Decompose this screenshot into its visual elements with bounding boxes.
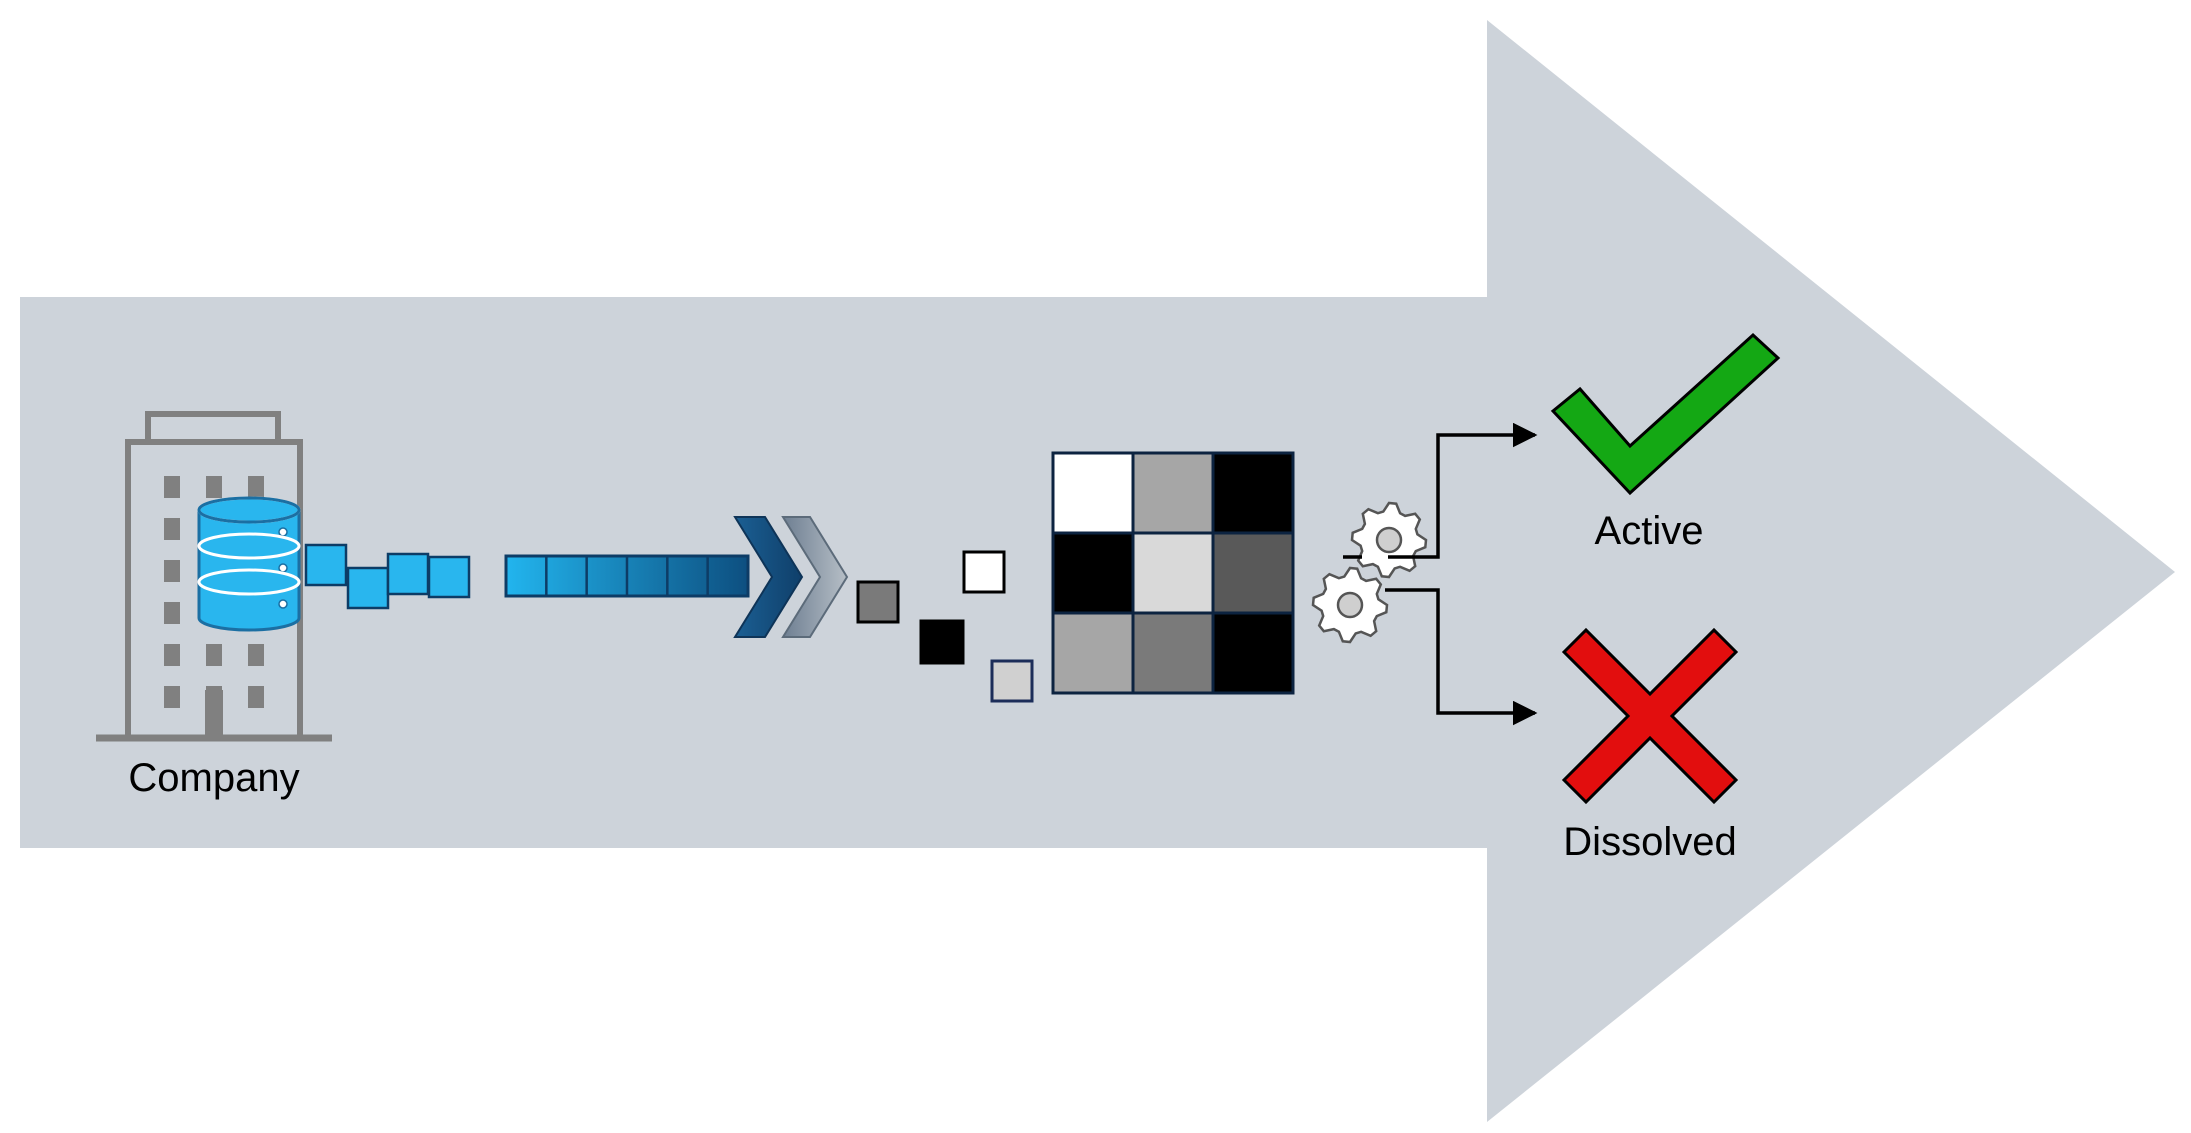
matrix-cell — [1131, 531, 1215, 615]
checkmark-icon — [1550, 332, 1781, 496]
database-icon — [197, 496, 301, 632]
matrix-cell — [1051, 451, 1135, 535]
decision-arrows — [1343, 422, 1538, 726]
building-window — [206, 644, 222, 666]
data-packet — [346, 566, 390, 610]
building-window — [206, 476, 222, 498]
data-packet — [427, 555, 471, 599]
building-window — [164, 644, 180, 666]
building-window — [164, 560, 180, 582]
matrix-cell — [1131, 451, 1215, 535]
data-packets — [304, 543, 471, 610]
database-disc — [197, 568, 301, 632]
building-window — [164, 476, 180, 498]
matrix-cell — [1051, 611, 1135, 695]
building-window — [164, 602, 180, 624]
building-door — [205, 690, 223, 738]
matrix-cell — [1211, 451, 1295, 535]
matrix-cell — [1211, 531, 1295, 615]
feature-matrix — [1051, 451, 1295, 695]
matrix-cell — [1131, 611, 1215, 695]
building-window — [248, 644, 264, 666]
building-window — [248, 686, 264, 708]
gear-icon — [1350, 501, 1428, 579]
data-packet — [304, 543, 348, 587]
feature-squares — [856, 550, 1034, 703]
building-window — [164, 686, 180, 708]
cross-icon — [1561, 627, 1739, 805]
data-packet — [386, 552, 430, 596]
double-chevron-icon — [733, 516, 849, 638]
building-window — [248, 476, 264, 498]
dissolved-label: Dissolved — [1563, 820, 1736, 864]
matrix-cell — [1211, 611, 1295, 695]
building-window — [164, 518, 180, 540]
company-label: Company — [128, 756, 299, 800]
active-label: Active — [1595, 509, 1704, 553]
matrix-cell — [1051, 531, 1135, 615]
gear-icon — [1311, 566, 1389, 644]
data-sequence-bar — [504, 554, 750, 598]
